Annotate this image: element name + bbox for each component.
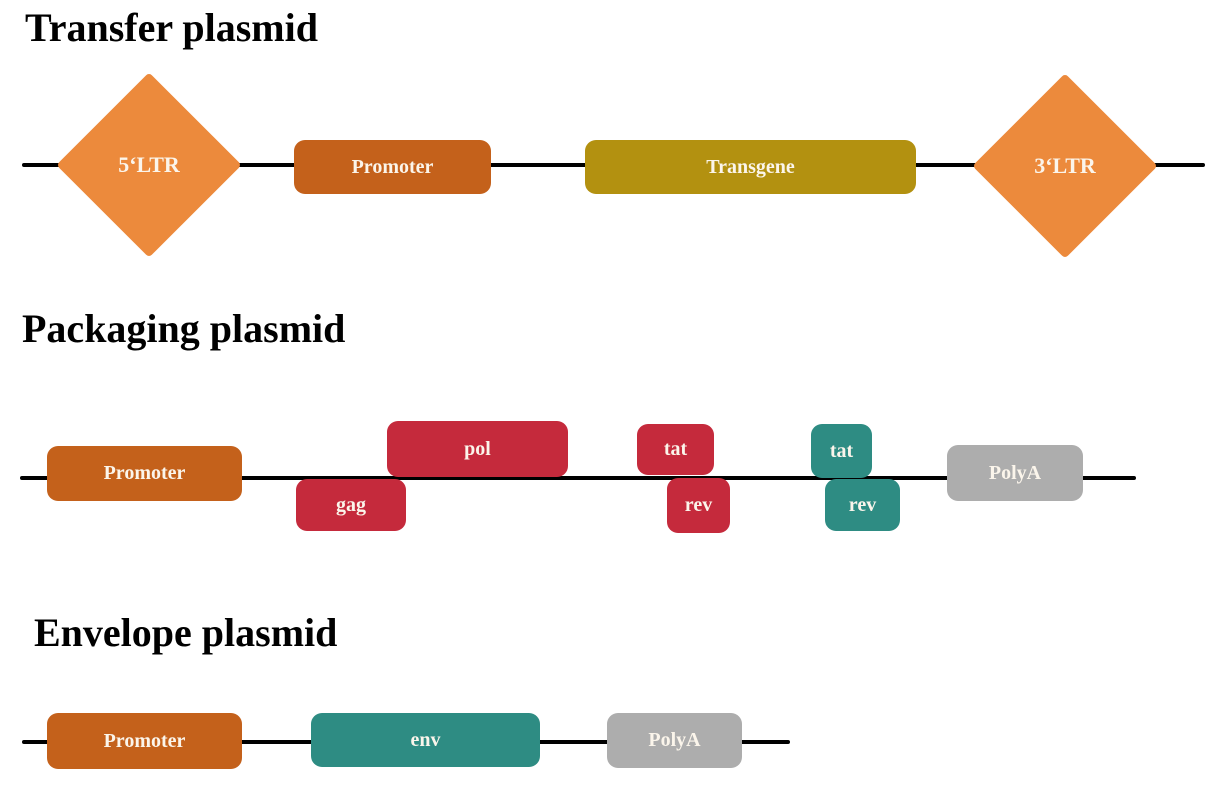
gag-gene-box: gag	[296, 479, 406, 531]
envelope-polya-box: PolyA	[607, 713, 742, 768]
three-ltr-diamond: 3‘LTR	[972, 73, 1158, 259]
packaging-promoter-box: Promoter	[47, 446, 242, 501]
five-ltr-diamond: 5‘LTR	[56, 72, 242, 258]
env-gene-box: env	[311, 713, 540, 767]
transfer-plasmid-title: Transfer plasmid	[25, 5, 318, 50]
packaging-plasmid-title: Packaging plasmid	[22, 306, 346, 351]
rev-gene-box-teal: rev	[825, 479, 900, 531]
rev-gene-box-crimson: rev	[667, 478, 730, 533]
envelope-plasmid-title: Envelope plasmid	[34, 610, 338, 655]
transgene-box: Transgene	[585, 140, 916, 194]
envelope-promoter-box: Promoter	[47, 713, 242, 769]
transfer-promoter-box: Promoter	[294, 140, 491, 194]
three-ltr-label: 3‘LTR	[1034, 153, 1096, 178]
packaging-backbone-line	[20, 476, 1136, 480]
packaging-polya-box: PolyA	[947, 445, 1083, 501]
pol-gene-box: pol	[387, 421, 568, 477]
tat-gene-box-teal: tat	[811, 424, 872, 478]
tat-gene-box-crimson: tat	[637, 424, 714, 475]
five-ltr-label: 5‘LTR	[118, 152, 180, 177]
